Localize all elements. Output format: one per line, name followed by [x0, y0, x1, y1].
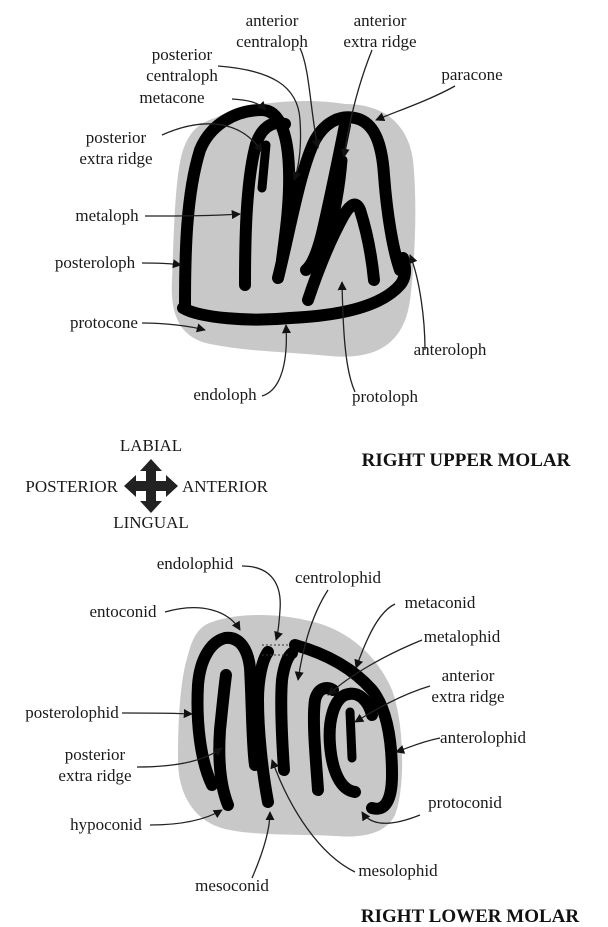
- label-centrolophid: centrolophid: [295, 568, 381, 587]
- label-mesoconid: mesoconid: [195, 876, 269, 895]
- label-anterolophid: anterolophid: [440, 728, 526, 747]
- leader-posterolophid: [122, 713, 192, 714]
- label-anterior-extra-ridge-2: extra ridge: [343, 32, 416, 51]
- label-metaconid: metaconid: [405, 593, 476, 612]
- label-endoloph: endoloph: [193, 385, 257, 404]
- leader-paracone: [376, 86, 455, 120]
- leader-anterolophid: [396, 738, 440, 752]
- label-entoconid: entoconid: [89, 602, 157, 621]
- lower-molar: endolophid centrolophid entoconid metaco…: [25, 554, 526, 895]
- label-posterior-extra-ridge-lower-1: posterior: [65, 745, 126, 764]
- label-anterior-extra-ridge-lower-2: extra ridge: [431, 687, 504, 706]
- anterior-extra-ridge-spot: [350, 712, 352, 758]
- label-anterior-centraloph-2: centraloph: [236, 32, 308, 51]
- label-protocone: protocone: [70, 313, 138, 332]
- orientation-compass: LABIAL LINGUAL POSTERIOR ANTERIOR: [25, 436, 268, 532]
- label-posterior-centraloph-1: posterior: [152, 45, 213, 64]
- label-mesolophid: mesolophid: [358, 861, 438, 880]
- label-labial: LABIAL: [120, 436, 182, 455]
- label-posterior-extra-ridge-lower-2: extra ridge: [58, 766, 131, 785]
- label-hypoconid: hypoconid: [70, 815, 142, 834]
- label-paracone: paracone: [441, 65, 502, 84]
- upper-molar: anterior centraloph anterior extra ridge…: [55, 11, 503, 406]
- label-anterior-extra-ridge-1: anterior: [354, 11, 407, 30]
- title-lower-molar: RIGHT LOWER MOLAR: [361, 906, 579, 927]
- label-protoloph: protoloph: [352, 387, 419, 406]
- label-lingual: LINGUAL: [113, 513, 189, 532]
- label-endolophid: endolophid: [157, 554, 234, 573]
- title-upper-molar: RIGHT UPPER MOLAR: [362, 450, 571, 471]
- label-protoconid: protoconid: [428, 793, 502, 812]
- label-posterolophid: posterolophid: [25, 703, 119, 722]
- label-anterior-extra-ridge-lower-1: anterior: [442, 666, 495, 685]
- label-posteroloph: posteroloph: [55, 253, 136, 272]
- label-posterior-extra-ridge-2: extra ridge: [79, 149, 152, 168]
- label-posterior-extra-ridge-1: posterior: [86, 128, 147, 147]
- label-posterior: POSTERIOR: [25, 477, 118, 496]
- compass-arrows-icon: [124, 459, 178, 513]
- label-metacone: metacone: [139, 88, 204, 107]
- label-posterior-centraloph-2: centraloph: [146, 66, 218, 85]
- posterior-extra-ridge-shape: [262, 145, 266, 188]
- label-metalophid: metalophid: [424, 627, 501, 646]
- label-anterior: ANTERIOR: [182, 477, 269, 496]
- label-metaloph: metaloph: [75, 206, 139, 225]
- label-anterior-centraloph-1: anterior: [246, 11, 299, 30]
